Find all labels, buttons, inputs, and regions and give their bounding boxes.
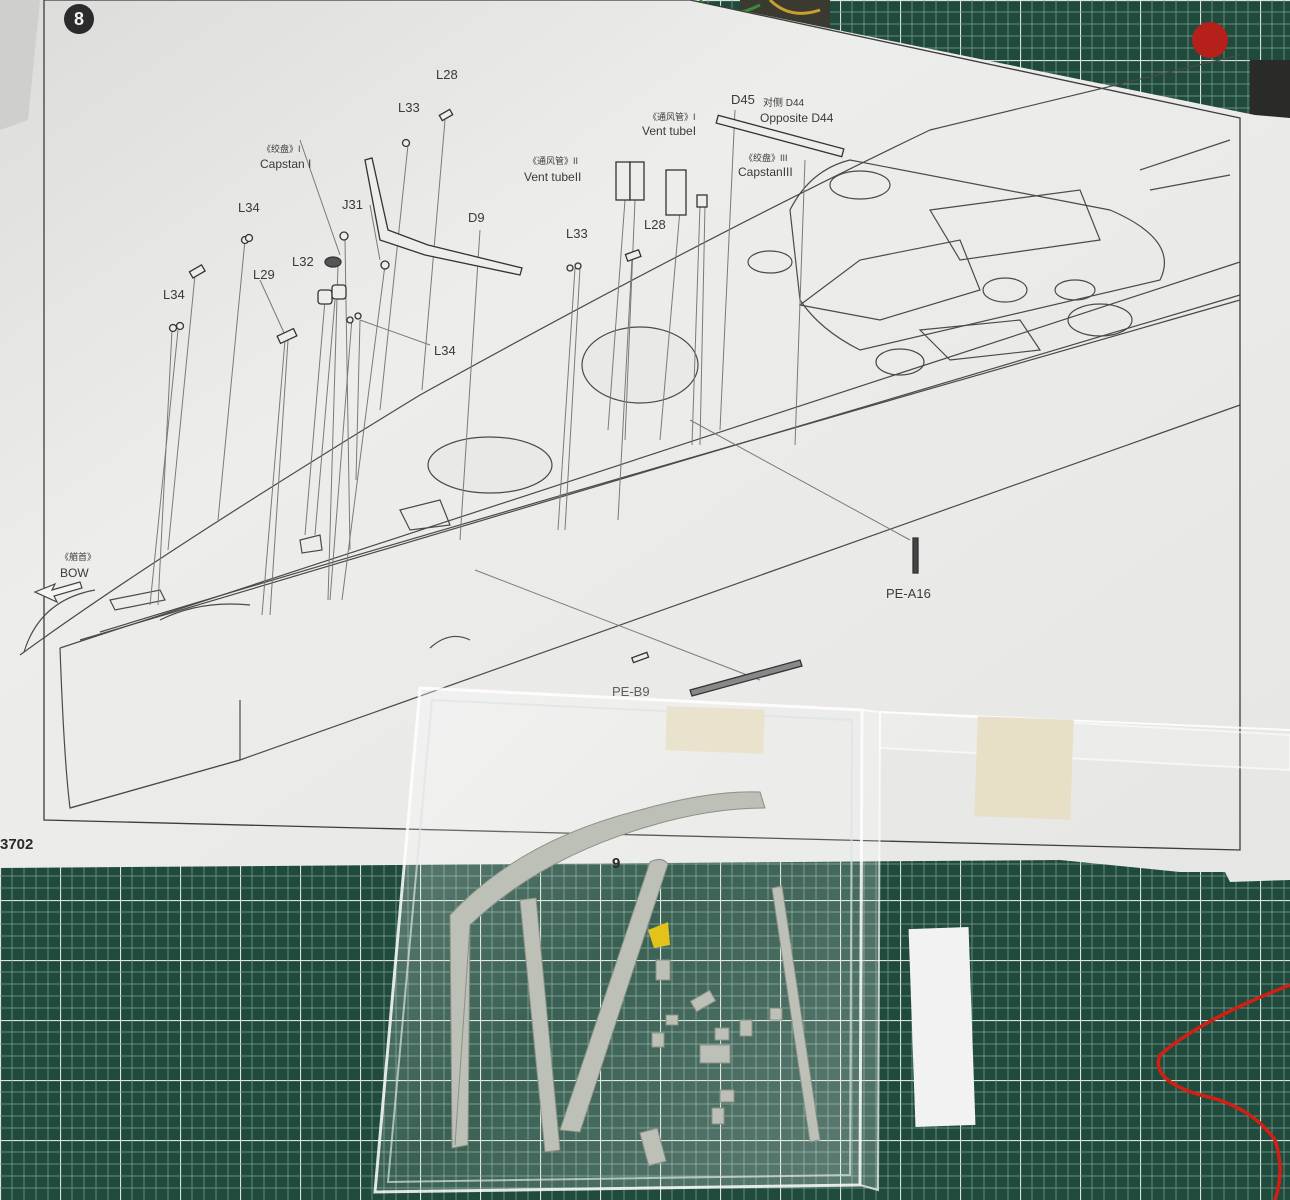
label-capstan1: Capstan I	[260, 157, 312, 171]
label-l28-top: L28	[436, 67, 458, 82]
label-l29: L29	[253, 267, 275, 282]
bow-arrow	[33, 581, 83, 604]
ship-hull-drawing	[19, 54, 1241, 809]
label-vent1-cn: 《通风管》I	[648, 112, 696, 122]
label-vent2: Vent tubeII	[524, 170, 582, 184]
label-l33-right: L33	[566, 226, 588, 241]
label-vent1: Vent tubeI	[642, 124, 697, 138]
yellow-part	[648, 922, 670, 948]
label-j31: J31	[342, 197, 363, 212]
label-pe-b9: PE-B9	[612, 684, 650, 699]
page-number: 9	[612, 855, 621, 872]
label-l34-mid: L34	[434, 343, 456, 358]
label-l28-mid: L28	[644, 217, 666, 232]
label-capstan1-cn: 《绞盘》I	[262, 144, 301, 154]
paper-strip	[908, 927, 976, 1127]
label-bow-cn: 《艏首》	[60, 552, 97, 562]
label-l34-left: L34	[163, 287, 185, 302]
label-l34-upper: L34	[238, 200, 260, 215]
label-d9: D9	[468, 210, 485, 225]
resin-part-teeth	[454, 924, 471, 1146]
label-d45: D45	[731, 92, 755, 107]
label-vent2-cn: 《通风管》II	[528, 156, 579, 166]
masking-tape	[974, 716, 1074, 820]
parts-drawings	[168, 108, 919, 697]
instruction-sheet	[0, 0, 1290, 882]
label-bow: BOW	[60, 566, 89, 580]
masking-tape	[665, 706, 765, 754]
label-opposite-d44: Opposite D44	[760, 111, 834, 125]
catalog-number-fragment: 3702	[0, 836, 34, 853]
assembly-leader-lines	[149, 109, 911, 681]
label-capstan3: CapstanIII	[738, 165, 793, 179]
label-pe-a16: PE-A16	[886, 586, 931, 601]
resin-parts	[449, 791, 821, 1167]
label-l32: L32	[292, 254, 314, 269]
page-border	[43, 0, 1241, 851]
label-capstan3-cn: 《绞盘》III	[744, 153, 788, 163]
red-wire	[1156, 983, 1290, 1200]
label-l33-left: L33	[398, 100, 420, 115]
step-number-badge: 8	[64, 4, 94, 34]
label-d44-cn: 对侧 D44	[763, 98, 805, 109]
